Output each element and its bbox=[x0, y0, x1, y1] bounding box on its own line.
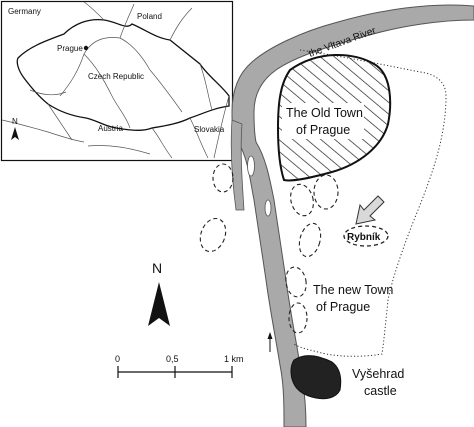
river-island bbox=[247, 155, 255, 177]
label-prague: Prague bbox=[57, 44, 83, 53]
rybnik-oval bbox=[343, 225, 389, 247]
label-slovakia: Slovakia bbox=[194, 125, 225, 134]
vysehrad-castle bbox=[290, 355, 342, 400]
inset-map: Germany Poland Prague Czech Republic Aus… bbox=[0, 0, 234, 162]
label-austria: Austria bbox=[98, 124, 123, 133]
old-town-label-line2: of Prague bbox=[296, 123, 350, 137]
river-west-branch bbox=[230, 119, 245, 211]
czech-border bbox=[16, 18, 230, 131]
label-czech-republic: Czech Republic bbox=[88, 72, 144, 81]
pointer-arrow-icon bbox=[355, 195, 385, 225]
vysehrad-label-line2: castle bbox=[364, 384, 397, 398]
rybnik-label: Rybník bbox=[347, 232, 381, 243]
inset-north-letter: N bbox=[12, 117, 18, 126]
flow-arrowhead-icon bbox=[267, 332, 273, 339]
old-town-label-line1: The Old Town bbox=[286, 106, 363, 120]
scale-tick-half: 0,5 bbox=[166, 354, 179, 364]
dashed-ovals bbox=[199, 163, 339, 334]
label-germany: Germany bbox=[8, 7, 41, 16]
old-town-label-bg bbox=[282, 103, 364, 139]
prague-dot bbox=[83, 45, 89, 51]
inset-north-arrow-icon bbox=[11, 127, 19, 140]
scale-tick-0: 0 bbox=[115, 354, 120, 364]
vltava-river bbox=[231, 4, 474, 427]
north-letter: N bbox=[152, 260, 162, 276]
scale-tick-1km: 1 km bbox=[224, 354, 244, 364]
scale-bar bbox=[117, 366, 233, 378]
new-town-boundary bbox=[293, 49, 447, 357]
new-town-label-line2: of Prague bbox=[316, 300, 370, 314]
new-town-label-line1: The new Town bbox=[313, 283, 393, 297]
vysehrad-label-line1: Vyšehrad bbox=[352, 367, 404, 381]
inset-rivers bbox=[1, 1, 230, 159]
inset-frame bbox=[0, 0, 234, 162]
north-arrow-icon bbox=[148, 282, 170, 326]
label-poland: Poland bbox=[137, 12, 162, 21]
river-island bbox=[264, 199, 272, 217]
